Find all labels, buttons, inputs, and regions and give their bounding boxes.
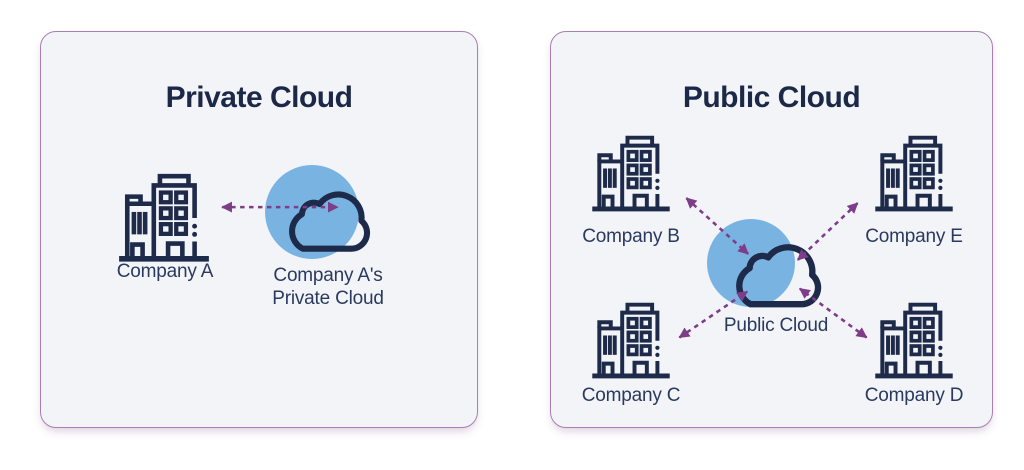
private-cloud-label-line1: Company A's	[273, 265, 383, 286]
cloud-icon-private	[271, 178, 383, 258]
building-icon-company-a	[113, 165, 215, 267]
private-cloud-label-line2: Private Cloud	[272, 288, 384, 309]
cloud-icon-public	[717, 230, 835, 314]
company-c-label: Company C	[581, 385, 681, 406]
private-cloud-node-label: Company A's Private Cloud	[248, 264, 408, 310]
company-d-label: Company D	[864, 385, 964, 406]
company-e-label: Company E	[865, 226, 963, 247]
private-cloud-title: Private Cloud	[165, 80, 353, 114]
panel-public-cloud: Public Cloud Company B Company E Company…	[550, 31, 993, 428]
building-icon-company-c	[587, 295, 675, 383]
public-cloud-title: Public Cloud	[682, 80, 861, 114]
building-icon-company-d	[870, 295, 958, 383]
company-a-label: Company A	[116, 261, 214, 282]
public-cloud-node-label: Public Cloud	[723, 315, 829, 336]
company-b-label: Company B	[582, 226, 680, 247]
building-icon-company-b	[587, 128, 675, 216]
building-icon-company-e	[870, 128, 958, 216]
panel-private-cloud: Private Cloud Company A Company A's Priv…	[40, 31, 478, 428]
